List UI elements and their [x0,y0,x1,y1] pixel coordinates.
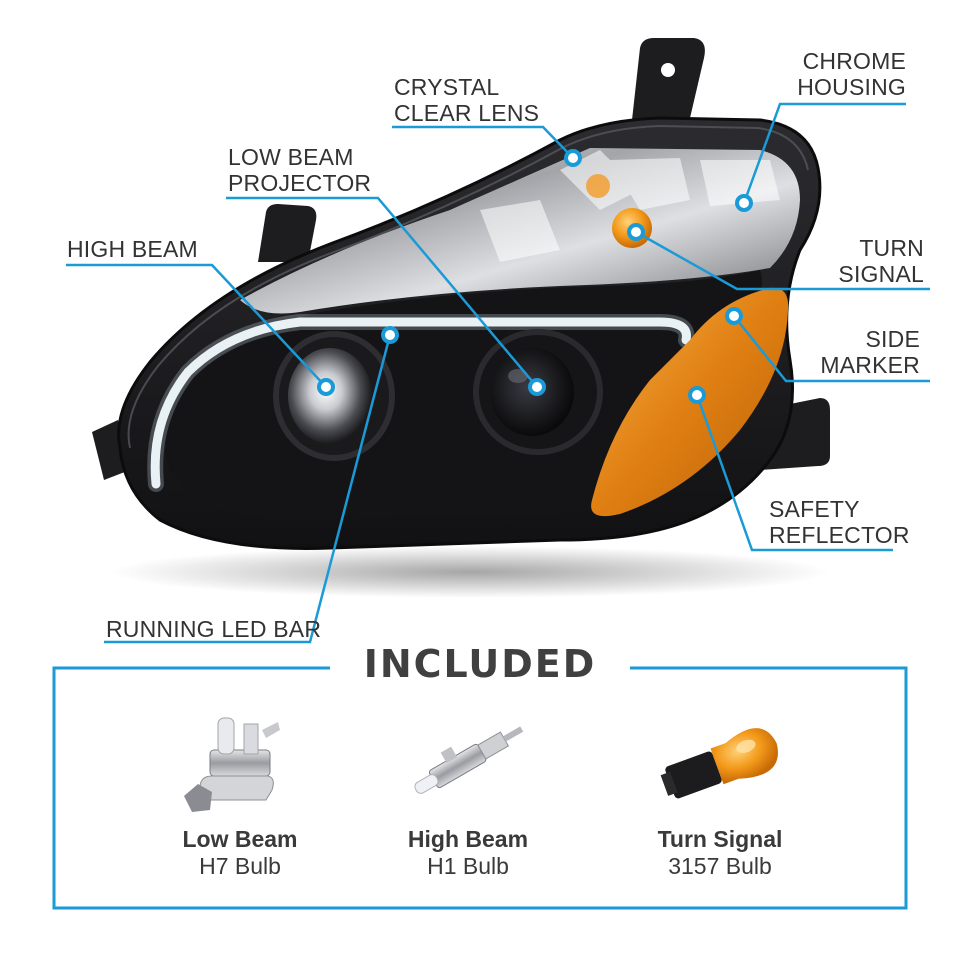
label-safety-reflector: SAFETY REFLECTOR [769,496,910,548]
label-high-beam: HIGH BEAM [67,236,198,262]
label-side-marker: SIDE MARKER [820,326,920,378]
line-turn-signal [635,230,930,291]
dot-turn-signal [627,223,645,241]
included-item-turn-signal: Turn Signal 3157 Bulb [610,700,830,880]
included-item-low-beam: Low Beam H7 Bulb [130,700,350,880]
included-item-desc: 3157 Bulb [668,853,772,879]
projector-highlight [508,369,528,383]
label-low-beam-projector: LOW BEAM PROJECTOR [228,144,372,196]
3157-bulb-icon [660,728,778,799]
included-heading: INCLUDED [330,642,630,686]
dot-low-beam-projector [528,378,546,396]
line-crystal-clear-lens [392,125,574,159]
line-running-led-bar [104,334,392,644]
included-item-name: Low Beam [182,826,298,852]
line-chrome-housing [742,102,906,204]
amber-side-marker [591,287,789,517]
line-side-marker [733,315,930,383]
dot-safety-reflector [688,386,706,404]
h7-bulb-icon [184,717,280,812]
mount-tab-top [632,38,705,120]
lens-rim [127,124,809,449]
dot-high-beam [317,378,335,396]
turn-signal-bulb-glow [586,174,610,198]
mount-tab-left [258,204,317,262]
included-item-name: Turn Signal [657,826,783,852]
included-item-desc: H7 Bulb [199,853,281,879]
included-item-desc: H1 Bulb [427,853,509,879]
led-bar [150,317,691,489]
included-frame [52,666,908,910]
line-high-beam [66,263,327,388]
included-item-name: High Beam [407,826,529,852]
label-crystal-clear-lens: CRYSTAL CLEAR LENS [394,74,540,126]
h1-bulb-icon [414,726,524,794]
led-bar-glow [147,314,695,492]
chrome-reflector-pattern [480,150,780,262]
line-safety-reflector [695,394,893,552]
dot-running-led-bar [381,326,399,344]
ground-shadow [110,546,830,598]
line-low-beam-projector [226,196,538,388]
dot-crystal-clear-lens [564,149,582,167]
label-chrome-housing: CHROME HOUSING [797,48,906,100]
callout-dots [317,149,753,404]
high-beam-reflector [288,348,372,444]
dot-chrome-housing [735,194,753,212]
mount-hole [661,63,675,77]
included-item-high-beam: High Beam H1 Bulb [358,700,578,880]
label-turn-signal: TURN SIGNAL [838,235,924,287]
callout-lines [66,102,930,644]
label-running-led-bar: RUNNING LED BAR [106,616,322,642]
dot-side-marker [725,307,743,325]
